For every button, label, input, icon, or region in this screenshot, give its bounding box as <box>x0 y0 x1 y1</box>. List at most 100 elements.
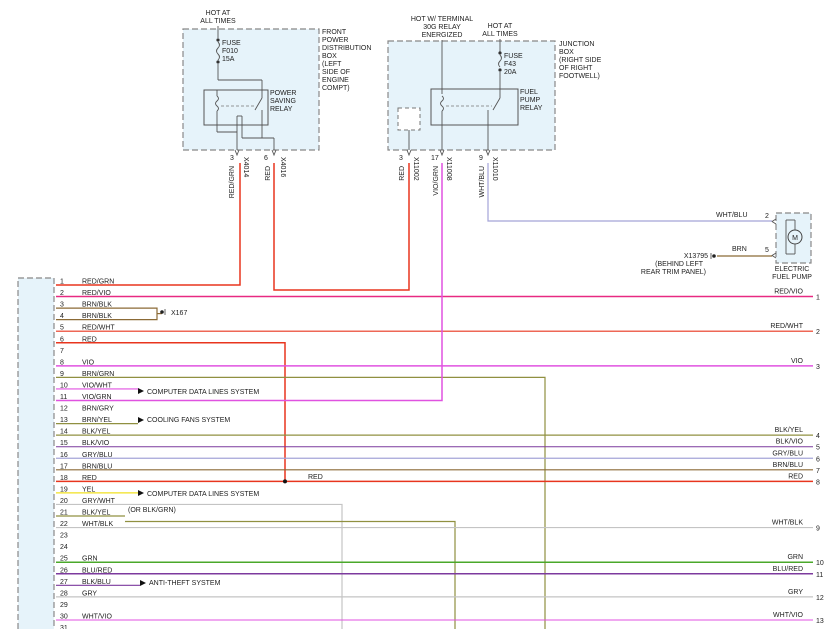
left-pin-number: 17 <box>60 463 68 470</box>
junction-hot30-label-1: HOT W/ TERMINAL <box>411 16 473 23</box>
wire-left-11-vio-grn <box>56 163 443 402</box>
left-pin-color: BLU/RED <box>82 567 112 574</box>
ref-computer-data-lines-1: COMPUTER DATA LINES SYSTEM <box>147 389 259 396</box>
left-pin-color: YEL <box>82 486 95 493</box>
right-pin-color: WHT/BLK <box>772 520 803 527</box>
left-pin-color: WHT/VIO <box>82 613 112 620</box>
left-pin-color: GRY/BLU <box>82 452 113 459</box>
junction-relay-label-3: RELAY <box>520 105 543 112</box>
splice-dot <box>283 479 287 484</box>
right-pin-number: 13 <box>816 618 824 625</box>
front-title-1: FRONT <box>322 29 347 36</box>
junction-pin-c: 9 <box>479 155 483 162</box>
front-title-4: BOX <box>322 53 337 60</box>
right-pin-color: WHT/VIO <box>773 612 803 619</box>
front-relay-label-2: SAVING <box>270 98 296 105</box>
front-title-6: SIDE OF <box>322 69 350 76</box>
fuse-icon <box>498 54 502 68</box>
fuel-pump-label-2: FUEL PUMP <box>772 274 812 281</box>
right-pin-color: BLK/YEL <box>775 427 804 434</box>
left-pin-number: 29 <box>60 602 68 609</box>
right-pin-color: RED/WHT <box>770 323 803 330</box>
wire-left-1-red-grn <box>56 163 241 286</box>
left-pin-number: 8 <box>60 359 64 366</box>
junction-title-1: JUNCTION <box>559 41 594 48</box>
arrow-right-icon <box>138 388 144 394</box>
left-pin-color: BRN/GRY <box>82 406 114 413</box>
ref-cooling-fans: COOLING FANS SYSTEM <box>147 417 230 424</box>
left-pin-color: RED <box>82 475 97 482</box>
front-title-7: ENGINE <box>322 77 349 84</box>
front-relay-label-1: POWER <box>270 90 296 97</box>
left-pin-color: RED <box>82 336 97 343</box>
left-pin-color: VIO <box>82 359 95 366</box>
wire-layer <box>56 163 813 629</box>
junction-hot30-label-3: ENERGIZED <box>422 32 463 39</box>
relay-coil-icon <box>215 95 219 112</box>
left-pin-number: 7 <box>60 348 64 355</box>
junction-box-outline <box>387 40 556 151</box>
junction-box: HOT W/ TERMINAL 30G RELAY ENERGIZED HOT … <box>387 16 602 198</box>
junction-title-2: BOX <box>559 49 574 56</box>
front-pin-a: 3 <box>230 155 234 162</box>
wire-junction-9-to-fuel-pump <box>487 163 772 222</box>
junction-connector-9-icon <box>485 149 491 157</box>
left-pin-number: 20 <box>60 498 68 505</box>
fuel-pump-pin-2: 5 <box>765 247 769 254</box>
junction-pin-a: 3 <box>399 155 403 162</box>
front-title-5: (LEFT <box>322 61 342 68</box>
right-pin-color: GRN <box>787 554 803 561</box>
left-pin-number: 22 <box>60 521 68 528</box>
left-pin-number: 14 <box>60 429 68 436</box>
motor-symbol: M <box>792 235 798 242</box>
left-pin-number: 30 <box>60 613 68 620</box>
front-relay-label-3: RELAY <box>270 106 293 113</box>
right-pin-number: 2 <box>816 329 820 336</box>
wire-left-9-brn-grn <box>56 376 546 629</box>
left-pin-number: 9 <box>60 371 64 378</box>
ground-x13795: X13795 (BEHIND LEFT REAR TRIM PANEL) <box>641 253 716 276</box>
electric-fuel-pump: M ELECTRIC FUEL PUMP 2 5 WHT/BLU BRN <box>716 212 812 281</box>
junction-hot30-label-2: 30G RELAY <box>423 24 461 31</box>
fuse-icon <box>216 41 220 61</box>
left-pin-number: 12 <box>60 406 68 413</box>
x167-label: X167 <box>171 310 187 317</box>
front-connector-6-icon <box>271 149 277 157</box>
left-pin-number: 31 <box>60 625 68 629</box>
right-pin-number: 9 <box>816 526 820 533</box>
left-pin-color: GRY <box>82 590 97 597</box>
front-pin-b: 6 <box>264 155 268 162</box>
fuel-pump-pin-1: 2 <box>765 213 769 220</box>
left-pin-number: 6 <box>60 336 64 343</box>
arrow-right-icon <box>138 490 144 496</box>
ref-anti-theft: ANTI-THEFT SYSTEM <box>149 580 221 587</box>
left-pin-number: 21 <box>60 510 68 517</box>
front-wire-b-label: RED <box>265 166 272 181</box>
left-pin-color: BRN/BLU <box>82 463 112 470</box>
junction-internal-block <box>397 107 421 131</box>
front-fuse-label-2: F010 <box>222 48 238 55</box>
front-title-8: COMPT) <box>322 85 350 92</box>
fuel-pump-outline <box>775 212 812 264</box>
right-pin-color: GRY/BLU <box>772 450 803 457</box>
junction-fuse-label-3: 20A <box>504 69 517 76</box>
front-power-distribution-box: HOT AT ALL TIMES FUSE F010 15A POWER SAV… <box>182 10 371 198</box>
right-pin-color: BLU/RED <box>773 566 803 573</box>
system-references: COMPUTER DATA LINES SYSTEM COOLING FANS … <box>138 388 259 587</box>
left-pin-color: RED/GRN <box>82 279 114 286</box>
left-pin-color: BLK/YEL <box>82 510 111 517</box>
fuel-pump-relay-box <box>430 88 519 126</box>
left-pin-number: 19 <box>60 486 68 493</box>
left-pin-number: 28 <box>60 590 68 597</box>
junction-hot-label-2: ALL TIMES <box>482 31 518 38</box>
junction-fuse-label-1: FUSE <box>504 53 523 60</box>
arrow-right-icon <box>138 417 144 423</box>
left-pin-number: 24 <box>60 544 68 551</box>
wire-left-21-blk-yel-b <box>125 520 456 629</box>
fuel-pump-wire-1-label: WHT/BLU <box>716 212 748 219</box>
junction-fuse-node-bottom <box>498 68 502 72</box>
front-conn-a: X4014 <box>242 157 249 177</box>
relay-switch-icon <box>492 97 501 111</box>
wire-front-6-to-junction-3 <box>273 163 410 291</box>
